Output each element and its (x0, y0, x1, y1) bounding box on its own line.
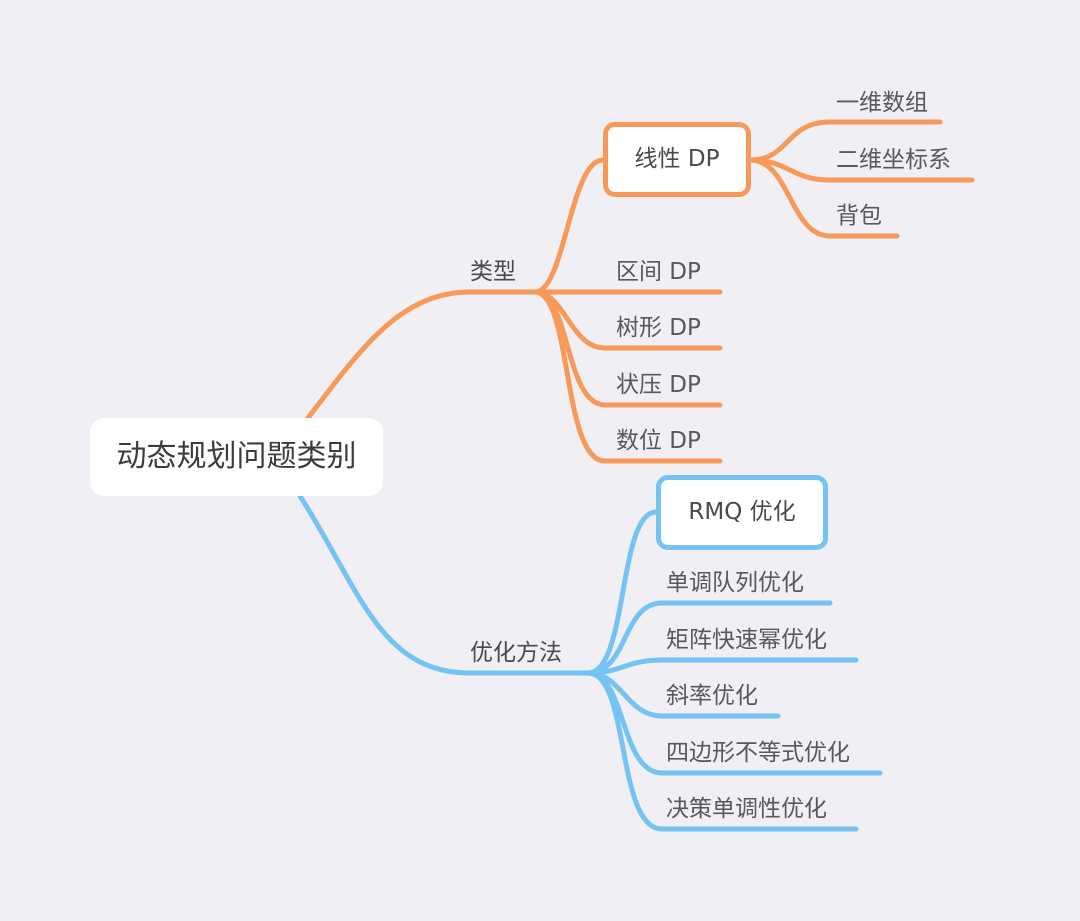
node-digit-dp-label: 数位 DP (616, 428, 701, 454)
node-bitmask-dp[interactable]: 状压 DP (616, 374, 701, 397)
node-quadrangle[interactable]: 四边形不等式优化 (666, 742, 850, 765)
node-monotonic-queue[interactable]: 单调队列优化 (666, 572, 804, 595)
node-monotonic-queue-label: 单调队列优化 (666, 570, 804, 596)
node-tree-dp-label: 树形 DP (616, 315, 701, 341)
edge-linear-1d (747, 119, 943, 163)
edge-opt-monoqueue (585, 600, 833, 676)
branch-type[interactable]: 类型 (470, 261, 516, 284)
node-tree-dp[interactable]: 树形 DP (616, 317, 701, 340)
node-decision-monotonic-label: 决策单调性优化 (666, 796, 827, 822)
node-slope-label: 斜率优化 (666, 683, 758, 709)
edge-root-opt (297, 493, 595, 676)
edge-type-digit (532, 289, 723, 464)
node-decision-monotonic[interactable]: 决策单调性优化 (666, 798, 827, 821)
node-knapsack-label: 背包 (836, 203, 882, 229)
node-2d-coord[interactable]: 二维坐标系 (836, 149, 951, 172)
node-rmq-label: RMQ 优化 (688, 499, 796, 525)
edge-linear-knapsack (747, 157, 900, 239)
node-interval-dp-label: 区间 DP (616, 259, 701, 285)
branch-type-label: 类型 (470, 259, 516, 285)
node-linear-dp[interactable]: 线性 DP (603, 122, 751, 197)
edge-root-type (305, 289, 541, 421)
edge-opt-matrix (585, 657, 859, 676)
node-interval-dp[interactable]: 区间 DP (616, 261, 701, 284)
node-digit-dp[interactable]: 数位 DP (616, 430, 701, 453)
edge-type-linear (532, 157, 606, 295)
edge-opt-rmq (585, 509, 659, 676)
node-knapsack[interactable]: 背包 (836, 205, 882, 228)
node-1d-array[interactable]: 一维数组 (836, 92, 928, 115)
node-matrix-power[interactable]: 矩阵快速幂优化 (666, 629, 827, 652)
node-quadrangle-label: 四边形不等式优化 (666, 740, 850, 766)
node-linear-dp-label: 线性 DP (634, 146, 720, 172)
node-matrix-power-label: 矩阵快速幂优化 (666, 627, 827, 653)
root-node[interactable]: 动态规划问题类别 (90, 418, 383, 496)
node-bitmask-dp-label: 状压 DP (616, 372, 701, 398)
node-1d-array-label: 一维数组 (836, 90, 928, 116)
node-rmq[interactable]: RMQ 优化 (656, 475, 828, 550)
root-label: 动态规划问题类别 (116, 439, 357, 474)
branch-optimization-label: 优化方法 (470, 640, 562, 666)
branch-optimization[interactable]: 优化方法 (470, 642, 562, 665)
node-2d-coord-label: 二维坐标系 (836, 147, 951, 173)
edge-opt-decision (585, 670, 859, 832)
node-slope[interactable]: 斜率优化 (666, 685, 758, 708)
